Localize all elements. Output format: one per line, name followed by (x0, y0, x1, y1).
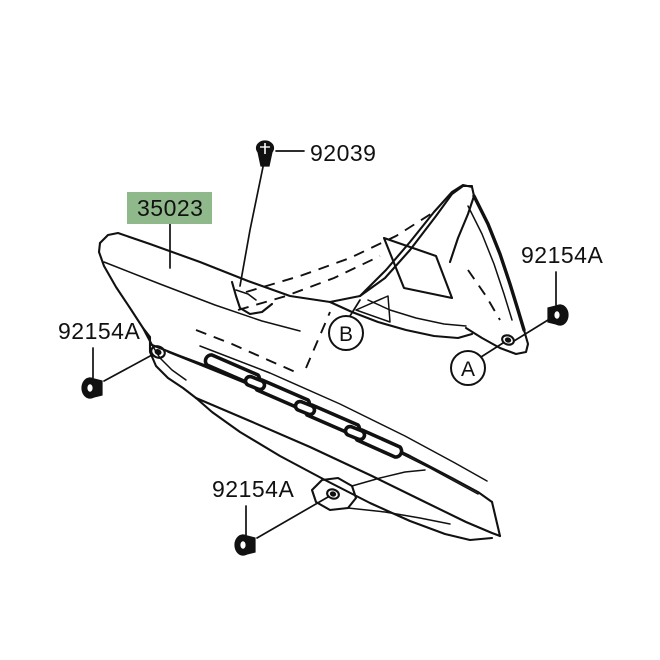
upper-section-joint-left (230, 280, 274, 316)
cowling-vent-slots (203, 353, 404, 459)
label-92154A-bottom[interactable]: 92154A (212, 476, 294, 502)
vent-slot-nub-2 (293, 399, 317, 417)
upper-section-joint-notch (235, 289, 257, 301)
cowling-left-flange (141, 326, 198, 400)
vent-slot-nub-3 (343, 424, 367, 442)
upper-section-right-flank (472, 194, 526, 332)
side-cowling-part[interactable] (97, 184, 502, 542)
cowling-band-line-2 (199, 345, 488, 482)
hidden-line-vertical (305, 311, 331, 369)
label-35023[interactable]: 35023 (137, 195, 203, 221)
upper-section-panel (382, 236, 454, 300)
callout-b-group[interactable]: B (328, 315, 364, 351)
mount-hole-left (154, 348, 162, 356)
upper-section-flank-inner (467, 205, 513, 321)
leader-92154A-right-to-part (513, 319, 549, 342)
callout-a-letter: A (461, 358, 475, 381)
cowling-bottom-mount-tab (310, 476, 358, 512)
upper-section-peak (358, 183, 476, 298)
mount-hole-right (504, 337, 512, 343)
upper-section-tail-right (464, 326, 530, 356)
upper-section-rib-triangle (355, 295, 391, 323)
label-92039[interactable]: 92039 (310, 140, 376, 166)
highlight-35023 (127, 192, 212, 224)
cowling-ridge-line-upper (103, 261, 301, 332)
cowling-bottom-fin (351, 469, 426, 487)
bolt-icon-92154A-bottom (234, 534, 256, 556)
rivet-icon-92039 (255, 140, 275, 167)
cowling-skirt-edge (194, 396, 494, 542)
leader-callout-a (480, 342, 504, 358)
leader-lines (92, 150, 557, 539)
callout-a-group[interactable]: A (450, 350, 486, 386)
cowling-tail-point (490, 500, 502, 538)
leader-callout-b (349, 299, 361, 317)
mount-boss-bottom (326, 488, 340, 500)
leader-92154A-left-to-part (103, 354, 153, 382)
label-92154A-left[interactable]: 92154A (58, 318, 140, 344)
callout-b-letter: B (339, 323, 353, 346)
leader-92154A-bottom-to-part (256, 496, 329, 539)
hidden-line-lower-left (195, 329, 301, 375)
cowling-tail-lower-edge (194, 396, 502, 538)
leader-92039-drop (239, 161, 265, 287)
hidden-line-mid (237, 255, 381, 311)
cowling-bottom-fin-lower (347, 507, 451, 525)
upper-section-fold (367, 299, 467, 327)
mount-hole-bottom (329, 491, 337, 497)
callout-b-circle (328, 315, 364, 351)
hidden-line-right (467, 269, 501, 321)
vent-slot-nub-1 (243, 374, 267, 392)
hidden-line-upper (245, 211, 435, 293)
bolt-icon-92154A-right (547, 304, 569, 326)
mount-boss-right (501, 334, 515, 346)
label-92154A-right[interactable]: 92154A (521, 242, 603, 268)
bolt-icon-92154A-left (81, 377, 103, 399)
upper-cowling-section[interactable] (195, 183, 530, 375)
mount-boss-left (150, 345, 166, 359)
callout-a-circle (450, 350, 486, 386)
